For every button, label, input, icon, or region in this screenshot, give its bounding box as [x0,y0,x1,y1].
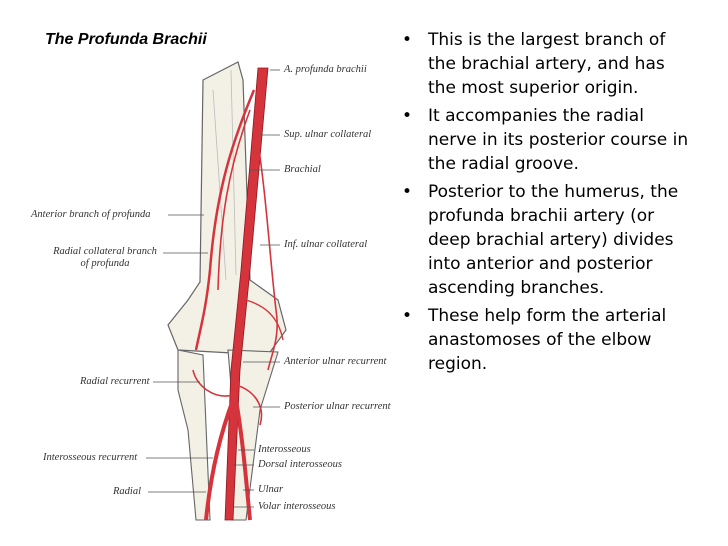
bullet-text: Posterior to the humerus, the profunda b… [428,182,679,298]
slide-title: The Profunda Brachii [45,31,207,48]
label-ulnar: Ulnar [258,484,284,495]
label-radial-collateral-branch: Radial collateral branch of profunda [50,246,160,270]
label-anterior-branch-of-profunda: Anterior branch of profunda [31,209,151,220]
bullet-item: • This is the largest branch of the brac… [398,28,698,100]
bullet-dot-icon: • [402,30,413,50]
bullet-text: These help form the arterial anastomoses… [428,306,667,374]
label-radial-collateral-line2: of profunda [80,258,130,269]
bullet-item: • These help form the arterial anastomos… [398,304,698,376]
bullet-text: It accompanies the radial nerve in its p… [428,106,689,174]
label-inf-ulnar-collateral: Inf. ulnar collateral [284,239,368,250]
bullet-item: • It accompanies the radial nerve in its… [398,104,698,176]
label-radial: Radial [113,486,141,497]
label-a-profunda-brachii: A. profunda brachii [284,64,367,75]
label-anterior-ulnar-recurrent: Anterior ulnar recurrent [284,356,387,367]
anatomy-illustration: A. profunda brachii Sup. ulnar collatera… [28,50,398,525]
label-interosseous-recurrent: Interosseous recurrent [43,452,138,463]
bullet-dot-icon: • [402,306,413,326]
bullet-dot-icon: • [402,182,413,202]
bullet-text: This is the largest branch of the brachi… [428,30,666,98]
label-radial-collateral-line1: Radial collateral branch [53,246,157,257]
label-radial-recurrent: Radial recurrent [80,376,150,387]
radial-artery [204,399,235,521]
label-volar-interosseous: Volar interosseous [258,501,336,512]
arm-artery-drawing [146,61,287,521]
humerus-bone [167,61,287,356]
bullet-item: • Posterior to the humerus, the profunda… [398,180,698,300]
label-interosseous: Interosseous [258,444,311,455]
bullet-list: • This is the largest branch of the brac… [398,28,698,380]
bullet-dot-icon: • [402,106,413,126]
label-sup-ulnar-collateral: Sup. ulnar collateral [284,129,372,140]
profunda-brachii-artery [194,89,256,351]
radius-bone [177,349,211,521]
label-brachial: Brachial [284,164,321,175]
label-posterior-ulnar-recurrent: Posterior ulnar recurrent [284,401,391,412]
label-dorsal-interosseous: Dorsal interosseous [258,459,342,470]
